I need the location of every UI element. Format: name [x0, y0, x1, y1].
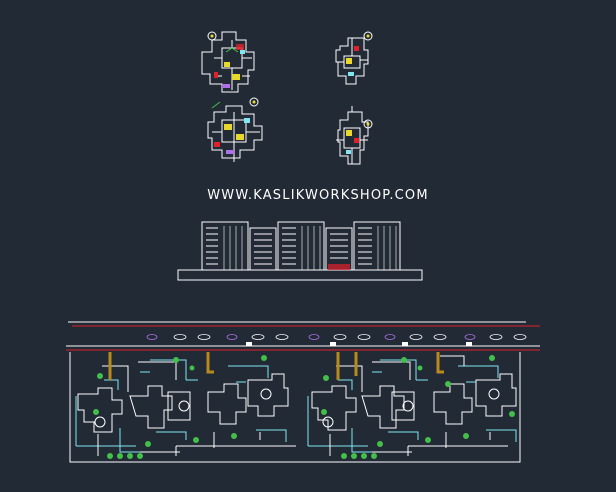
building-elevation[interactable] — [177, 221, 423, 281]
floor-plan-3[interactable] — [207, 97, 263, 162]
floor-plan-2[interactable] — [335, 31, 373, 85]
tree-icon — [93, 355, 515, 459]
car-icon — [146, 334, 527, 340]
site-plan[interactable] — [66, 321, 540, 463]
floor-plan-4[interactable] — [336, 106, 373, 165]
website-watermark: WWW.KASLIKWORKSHOP.COM — [207, 188, 429, 203]
floor-plan-1[interactable] — [201, 31, 255, 93]
